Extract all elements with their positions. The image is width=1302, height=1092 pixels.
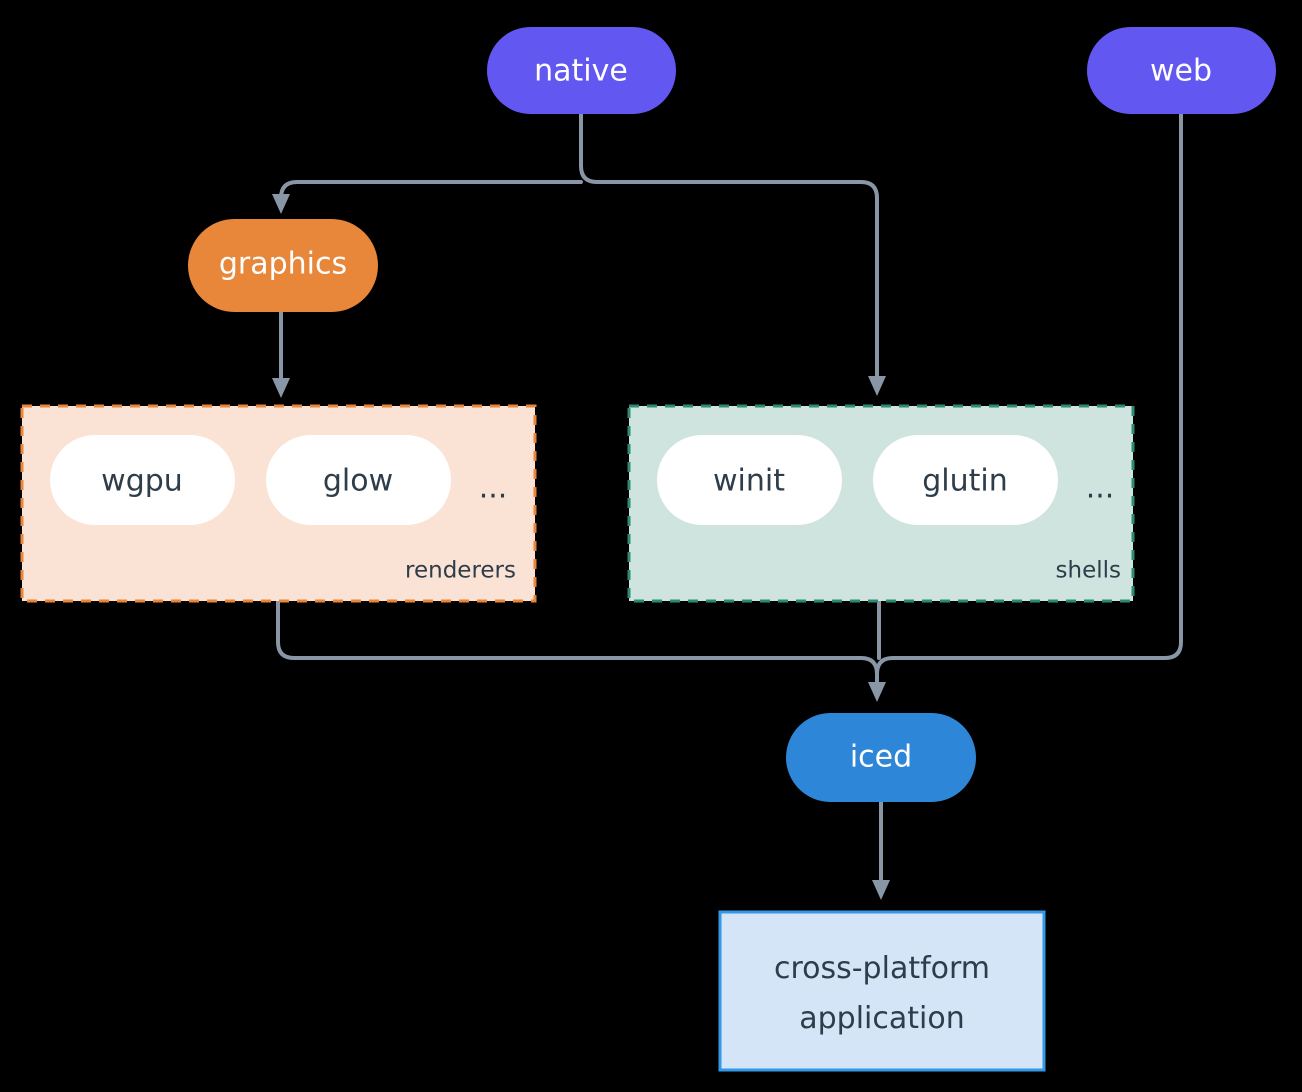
edge-web-to-iced	[875, 111, 1183, 686]
edge-renderers-to-iced	[276, 599, 879, 686]
pill-glow[interactable]	[266, 435, 451, 525]
renderers-overflow-ellipsis: ...	[479, 471, 508, 506]
arrowhead-merge-to-iced	[868, 682, 886, 702]
group-shells-label: shells	[1056, 558, 1121, 584]
arrowhead-native-to-shells	[868, 376, 886, 396]
group-shells: winit glutin ... shells	[627, 404, 1135, 603]
node-native-shape[interactable]	[487, 27, 676, 114]
node-web-label: web	[1150, 54, 1212, 89]
shells-overflow-ellipsis: ...	[1086, 471, 1115, 506]
pill-winit[interactable]	[657, 435, 842, 525]
node-native[interactable]: native	[487, 27, 676, 114]
node-web-shape[interactable]	[1087, 27, 1276, 114]
node-application-label-line1: cross-platform	[774, 951, 990, 986]
node-native-label: native	[534, 54, 628, 89]
node-application[interactable]: cross-platform application	[718, 910, 1046, 1072]
arrowhead-graphics-to-renderers	[272, 378, 290, 398]
pill-wgpu[interactable]	[50, 435, 235, 525]
node-graphics-label: graphics	[219, 247, 347, 282]
pill-glow-label: glow	[323, 464, 393, 499]
edge-native-trunk	[579, 111, 879, 380]
edge-native-to-graphics	[279, 180, 583, 200]
node-graphics-shape[interactable]	[188, 219, 378, 312]
node-web[interactable]: web	[1087, 27, 1276, 114]
pill-wgpu-label: wgpu	[101, 464, 183, 499]
node-iced-shape[interactable]	[786, 713, 976, 802]
node-application-shape[interactable]	[718, 910, 1046, 1072]
arrowhead-native-to-graphics	[272, 194, 290, 214]
group-renderers-label: renderers	[405, 558, 516, 584]
pill-glutin-label: glutin	[922, 464, 1008, 499]
node-graphics[interactable]: graphics	[188, 219, 378, 312]
arrowhead-iced-to-application	[872, 880, 890, 900]
edge-layer	[272, 111, 1183, 900]
group-renderers: wgpu glow ... renderers	[20, 404, 537, 603]
node-iced-label: iced	[850, 740, 912, 775]
pill-glutin[interactable]	[873, 435, 1058, 525]
node-iced[interactable]: iced	[786, 713, 976, 802]
pill-winit-label: winit	[713, 464, 785, 499]
node-application-label-line2: application	[799, 1001, 964, 1036]
